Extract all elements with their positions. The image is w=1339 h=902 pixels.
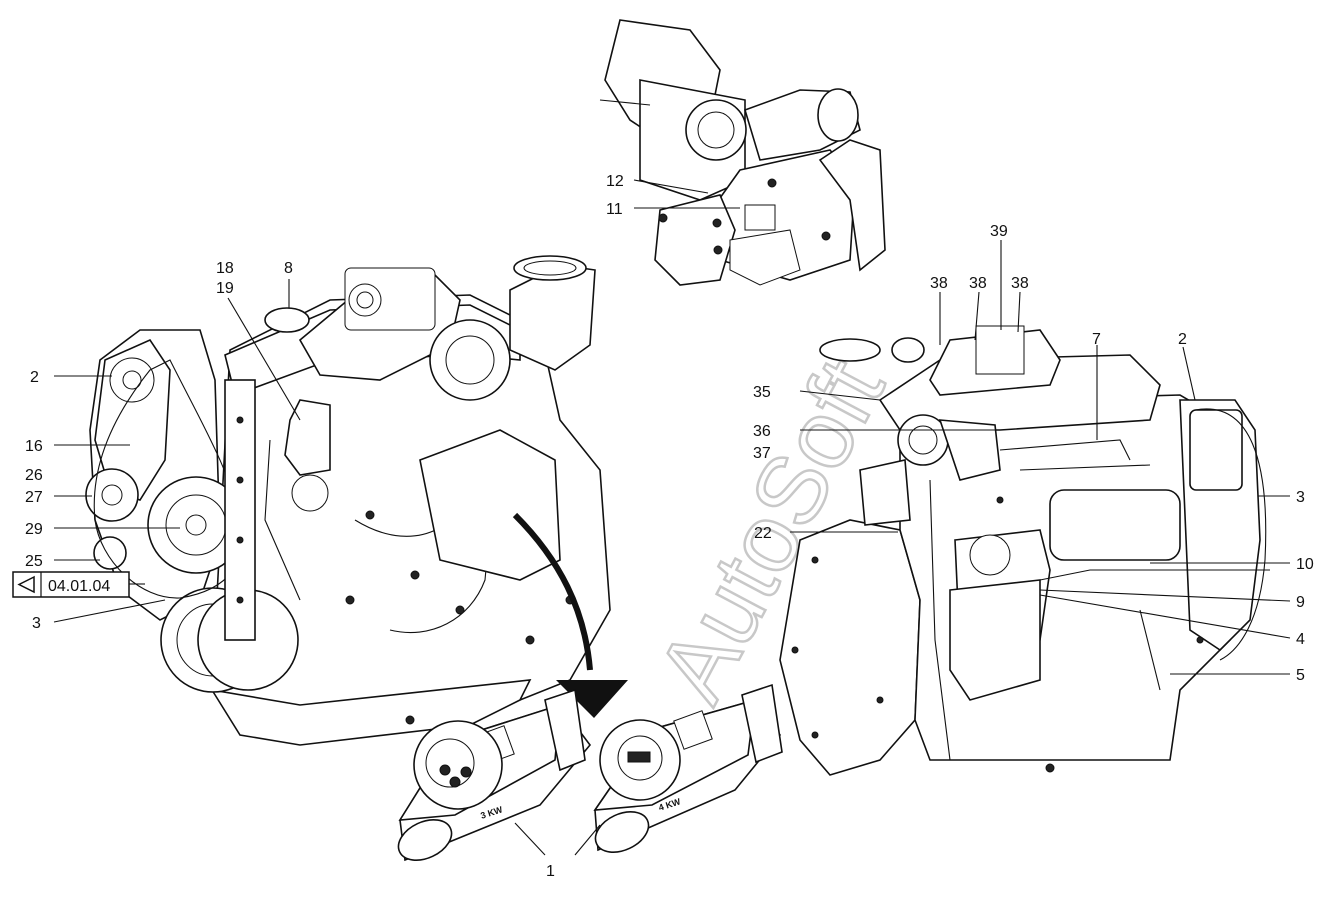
callout-left-25: 25 (25, 553, 43, 570)
callout-right-3: 3 (1296, 489, 1305, 506)
bottom-leader-lines (514, 822, 601, 856)
callout-right-39: 39 (990, 223, 1008, 240)
reference-link[interactable]: 04.01.04 (12, 571, 130, 598)
callout-left-2: 2 (30, 369, 39, 386)
right-engine (779, 325, 1270, 776)
callout-top-11: 11 (606, 201, 623, 218)
left-leader-lines (53, 279, 301, 623)
callout-right-36: 36 (753, 423, 771, 440)
back-arrow-icon (17, 575, 35, 594)
callout-top-12: 12 (606, 173, 624, 190)
callout-right-7: 7 (1092, 331, 1101, 348)
callout-right-37: 37 (753, 445, 771, 462)
starter-4kw: 4 KW (593, 683, 783, 853)
reference-code: 04.01.04 (48, 578, 110, 595)
callout-right-4: 4 (1296, 631, 1305, 648)
top-detail-view (599, 19, 886, 286)
callout-left-26: 26 (25, 467, 43, 484)
callout-right-22: 22 (754, 525, 772, 542)
callout-bottom-1: 1 (546, 863, 555, 880)
callout-right-5: 5 (1296, 667, 1305, 684)
left-engine (85, 255, 611, 746)
right-leader-lines (790, 240, 1291, 675)
callout-right-2: 2 (1178, 331, 1187, 348)
callout-right-9: 9 (1296, 594, 1305, 611)
callout-right-38b: 38 (969, 275, 987, 292)
callout-left-3: 3 (32, 615, 41, 632)
callout-right-38a: 38 (930, 275, 948, 292)
callout-right-38c: 38 (1011, 275, 1029, 292)
callout-left-8: 8 (284, 260, 293, 277)
callout-left-27: 27 (25, 489, 43, 506)
top-callouts: 12 11 (606, 173, 624, 218)
top-leader-lines (633, 179, 740, 209)
callout-right-10: 10 (1296, 556, 1314, 573)
callout-left-29: 29 (25, 521, 43, 538)
callout-left-18: 18 (216, 260, 234, 277)
left-callouts: 2 16 26 27 29 25 3 18 19 8 (25, 260, 293, 632)
starter-3kw: 3 KW (397, 688, 592, 862)
callout-left-19: 19 (216, 280, 234, 297)
callout-left-16: 16 (25, 438, 43, 455)
right-callouts: 39 38 38 38 7 2 35 36 37 3 22 10 9 4 5 (753, 223, 1314, 684)
callout-right-35: 35 (753, 384, 771, 401)
